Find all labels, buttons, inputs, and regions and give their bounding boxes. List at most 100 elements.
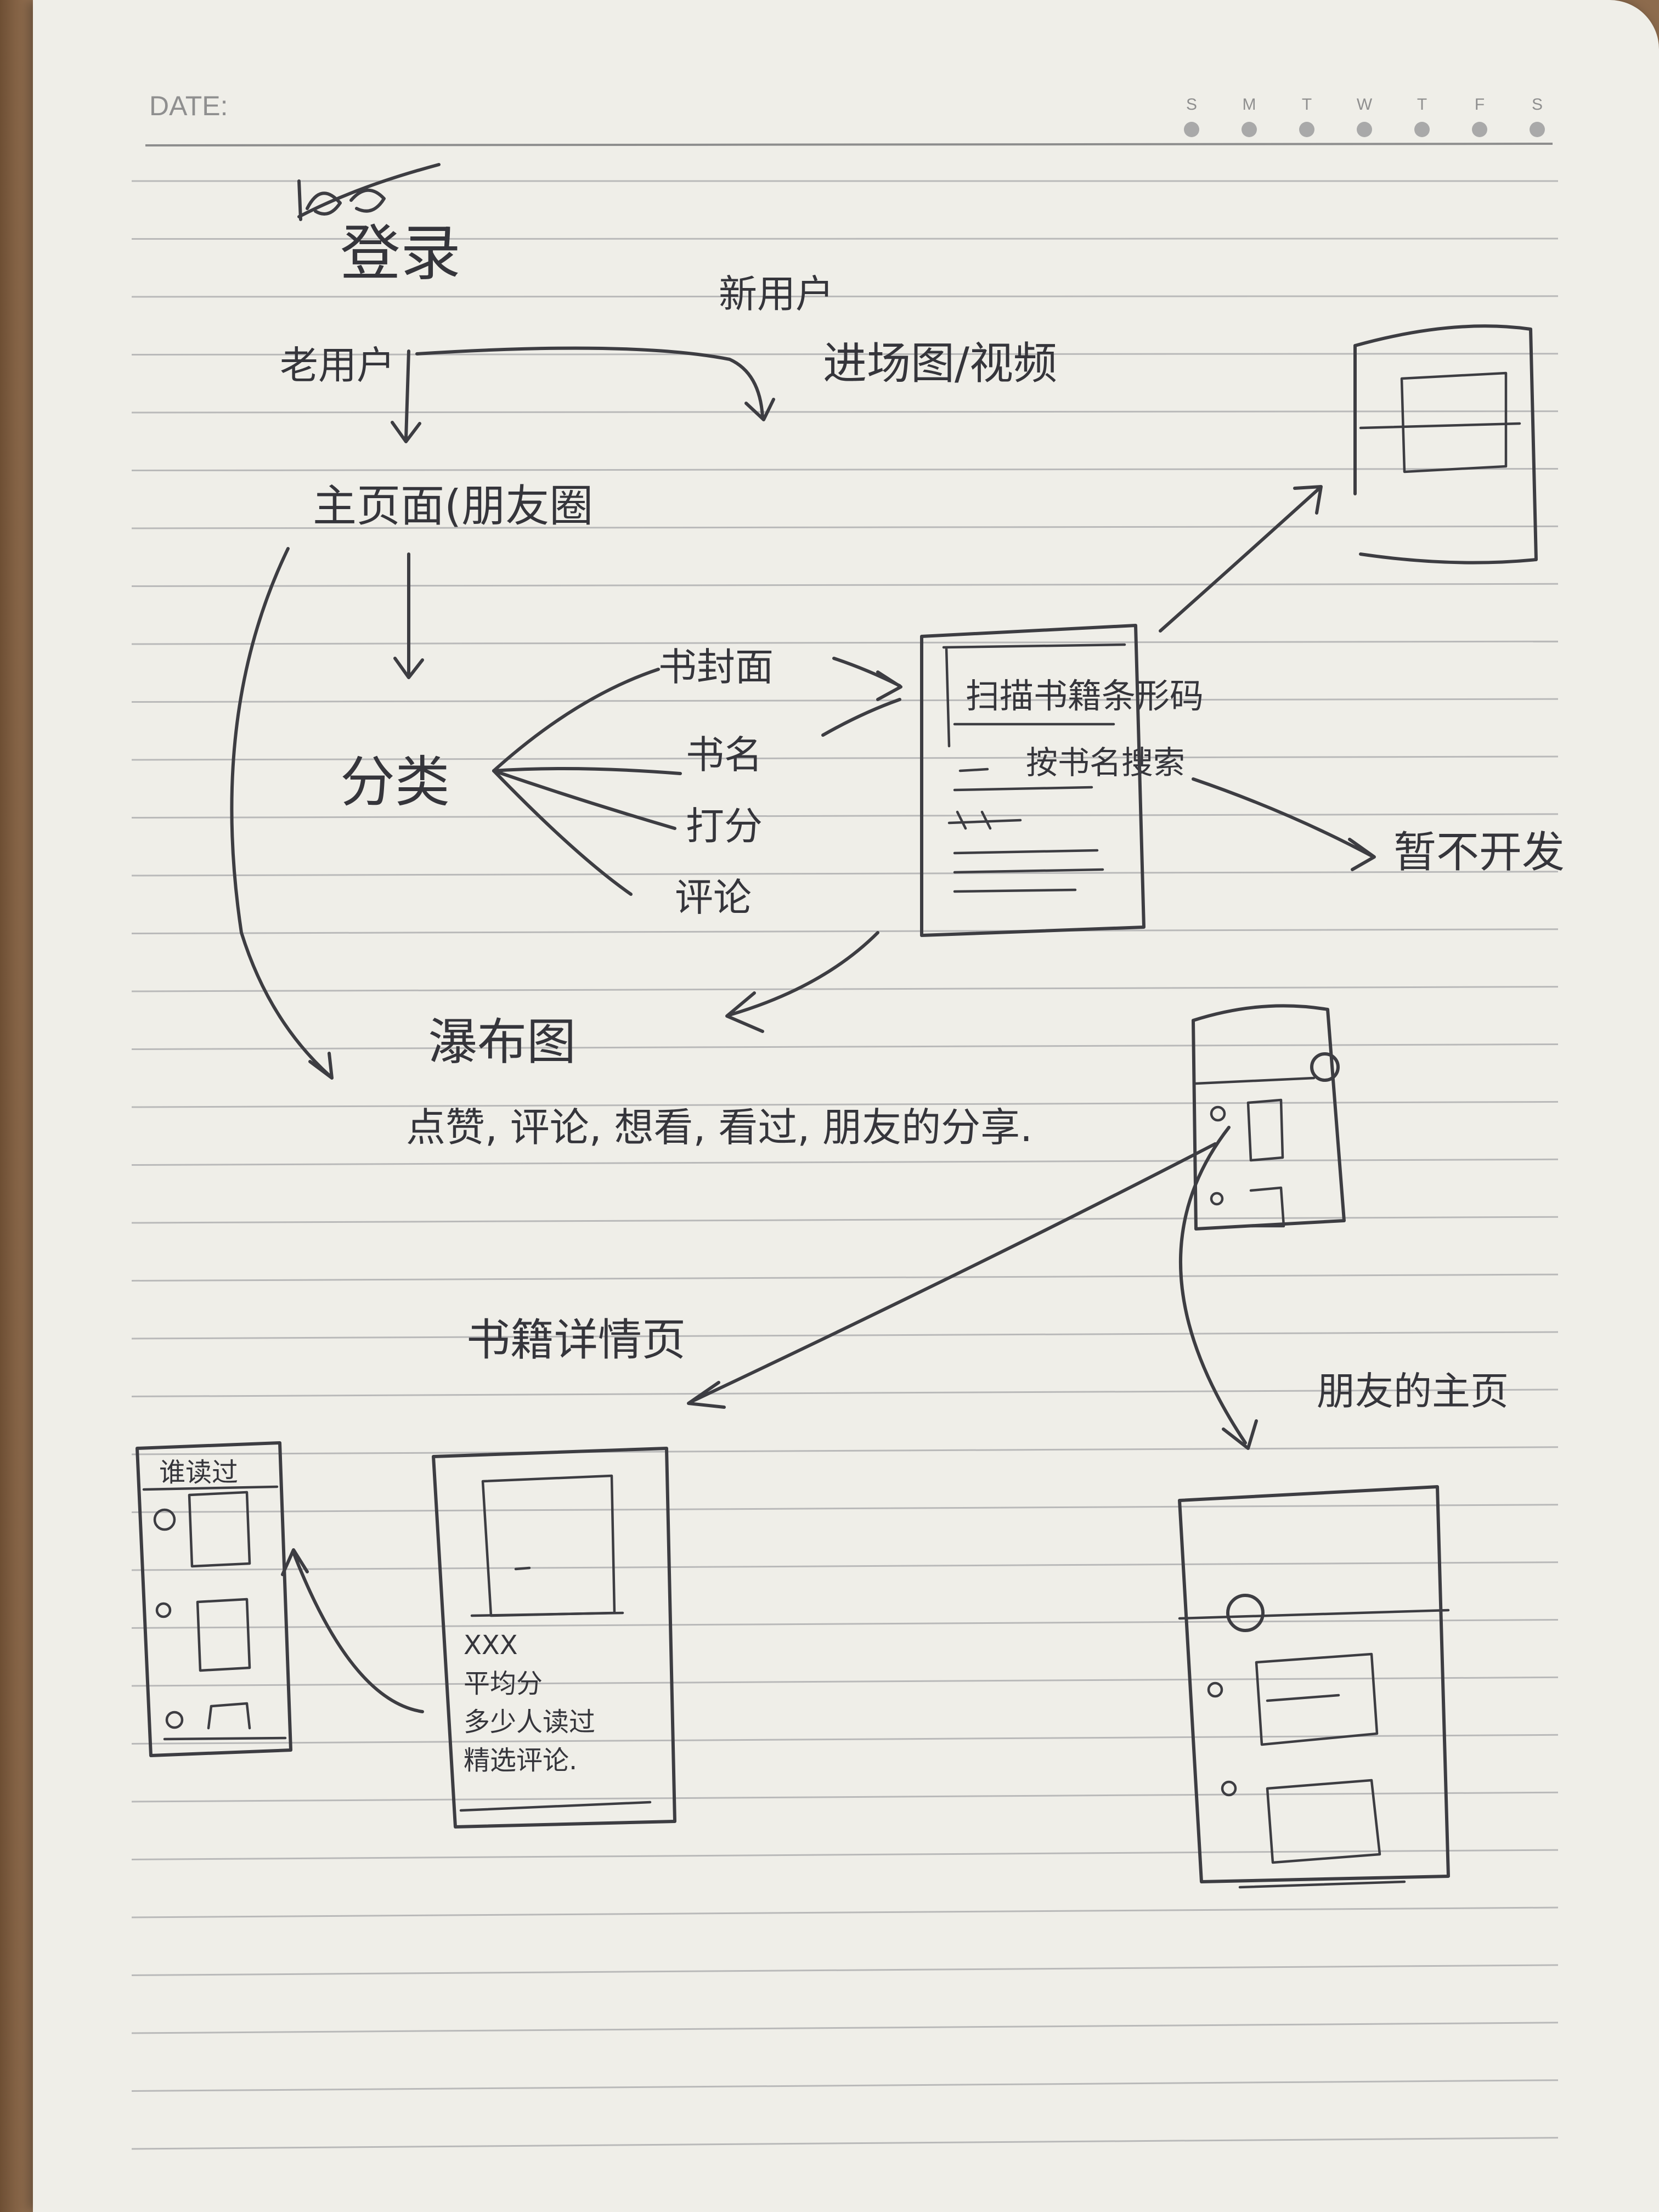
arrow-to-friend-home — [1178, 1126, 1258, 1450]
scan-frame — [942, 643, 1126, 748]
ruled-line — [131, 1734, 1559, 1745]
user-dot — [155, 1602, 172, 1618]
header-rule — [145, 143, 1553, 146]
scanner-outline — [1353, 324, 1538, 565]
content-lines — [953, 849, 1104, 893]
ruled-line — [131, 986, 1559, 992]
ruled-line — [131, 2137, 1559, 2150]
post-image — [1246, 1098, 1284, 1162]
ruled-line — [131, 640, 1559, 645]
post-image — [1249, 1186, 1285, 1228]
weekday-dot — [1184, 122, 1199, 137]
ruled-line — [131, 813, 1559, 819]
doodle-scribble — [297, 163, 441, 221]
phone-outline — [1192, 1004, 1346, 1231]
ruled-line — [131, 1676, 1559, 1687]
ruled-line — [131, 468, 1559, 471]
fan-line-rating — [492, 769, 676, 830]
arrow-to-book-detail — [687, 1142, 1217, 1409]
avatar-circle — [1226, 1594, 1265, 1632]
arrow-cover-to-scan — [832, 657, 902, 701]
weekday-label: M — [1243, 95, 1256, 114]
ruled-lines — [131, 143, 1559, 2150]
read-by-label: 谁读过 — [159, 1457, 238, 1488]
scanner-line — [1359, 422, 1521, 430]
ruled-line — [131, 410, 1559, 414]
ruled-line — [131, 1906, 1559, 1918]
waterfall-label: 瀑布图 — [428, 1013, 576, 1071]
scan-barcode-label: 扫描书籍条形码 — [966, 676, 1204, 716]
header-line — [142, 1485, 279, 1491]
ruled-line — [131, 1331, 1559, 1340]
ruled-line — [131, 1619, 1559, 1629]
arrow-title-to-scan — [821, 698, 901, 737]
fan-line-title — [492, 767, 682, 775]
weekday-dot — [1472, 122, 1487, 137]
ruled-line — [131, 698, 1559, 703]
search-by-title-label: 按书名搜索 — [1026, 744, 1185, 781]
scanner-viewfinder — [1400, 371, 1508, 473]
weekday-label: T — [1417, 95, 1427, 114]
book-detail-phone-sketch: XXX 平均分 多少人读过 精选评论. — [432, 1447, 676, 1829]
header-line — [1194, 1076, 1316, 1085]
detail-line-name: XXX — [464, 1630, 518, 1661]
book-cover-frame — [481, 1474, 616, 1617]
ruled-line — [131, 1389, 1559, 1397]
user-dot — [153, 1508, 176, 1531]
ruled-line — [131, 583, 1559, 587]
scanner-frame-sketch — [1353, 324, 1538, 565]
arrow-to-scanner — [1159, 485, 1323, 633]
waterfall-actions-label: 点赞, 评论, 想看, 看过, 朋友的分享. — [406, 1104, 1032, 1150]
ruled-line — [131, 1964, 1559, 1976]
weekday-dot — [1357, 122, 1372, 137]
detail-line-reviews: 精选评论. — [464, 1745, 577, 1776]
new-user-label: 新用户 — [719, 272, 834, 317]
weekday-label: F — [1475, 95, 1485, 114]
not-developed-label: 暂不开发 — [1393, 828, 1565, 877]
post-dot — [1221, 1780, 1237, 1797]
scan-phone-sketch — [920, 624, 1146, 937]
post-image — [1266, 1779, 1381, 1864]
ruled-line — [131, 2022, 1559, 2034]
post-dot — [1207, 1681, 1223, 1698]
ruled-line — [131, 1043, 1559, 1050]
list-image — [196, 1598, 251, 1672]
arrow-detail-to-read-by — [281, 1548, 424, 1713]
book-detail-title: 书籍详情页 — [466, 1314, 686, 1365]
old-user-label: 老用户 — [280, 343, 395, 388]
footer-line — [1238, 1880, 1406, 1889]
header-line — [1178, 1609, 1450, 1620]
phone-outline — [136, 1441, 292, 1757]
post-dot — [1210, 1105, 1226, 1122]
fan-line-cover — [492, 668, 660, 772]
phone-outline — [432, 1447, 676, 1829]
date-label: DATE: — [149, 91, 228, 121]
category-item-rating: 打分 — [686, 804, 763, 849]
ruled-line — [131, 1101, 1559, 1108]
category-label: 分类 — [340, 750, 450, 814]
weekday-dot — [1299, 122, 1314, 137]
arrow-old-user-to-home — [391, 349, 421, 443]
category-item-title: 书名 — [686, 732, 763, 777]
login-label: 登录 — [340, 218, 461, 289]
ruled-line — [131, 1504, 1559, 1513]
ruled-line — [131, 1791, 1559, 1803]
list-image — [207, 1702, 251, 1730]
category-item-cover: 书封面 — [658, 645, 774, 690]
arrow-new-user-to-launch — [415, 346, 775, 421]
weekday-label: S — [1186, 95, 1197, 114]
weekday-row: S M T W T F S — [1184, 95, 1545, 137]
ruled-line — [131, 353, 1559, 356]
phone-outline — [1178, 1485, 1450, 1883]
weekday-label: S — [1532, 95, 1543, 114]
ruled-line — [131, 2079, 1559, 2092]
post-image — [1255, 1652, 1379, 1746]
friend-home-phone-sketch — [1178, 1485, 1450, 1889]
detail-underline — [459, 1801, 652, 1812]
ruled-line — [131, 1273, 1559, 1282]
weekday-label: T — [1302, 95, 1312, 114]
category-item-review: 评论 — [675, 875, 752, 920]
footer-line — [163, 1736, 287, 1741]
